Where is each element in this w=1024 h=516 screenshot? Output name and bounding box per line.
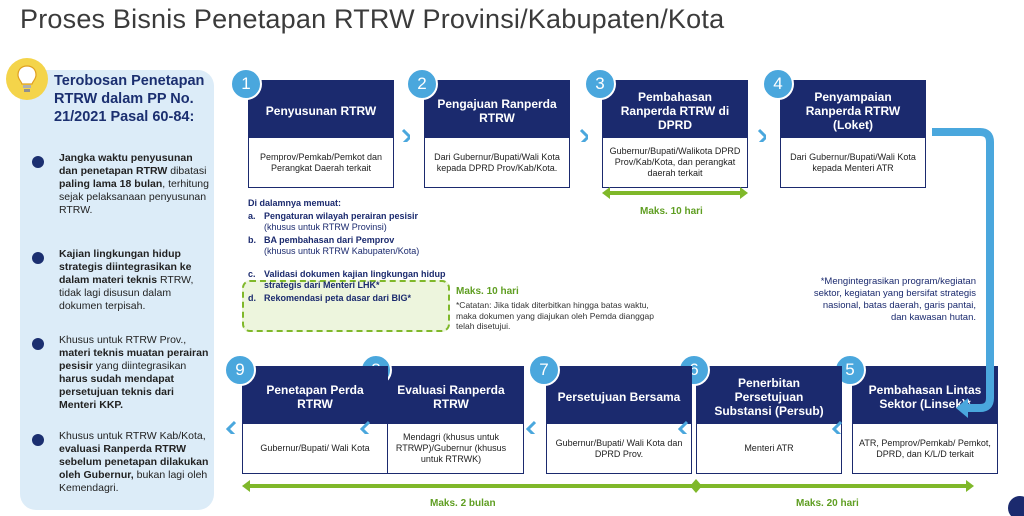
bullet-text: Khusus untuk RTRW Kab/Kota, evaluasi Ran… — [59, 430, 209, 494]
step-number-badge: 7 — [528, 354, 560, 386]
step-title: Pembahasan Ranperda RTRW di DPRD — [602, 80, 748, 138]
step-card: Penyampaian Ranperda RTRW (Loket)Dari Gu… — [780, 80, 926, 188]
bullet-dot — [32, 434, 44, 446]
step-title: Pengajuan Ranperda RTRW — [424, 80, 570, 138]
step-description: Gubernur/Bupati/ Wali Kota dan DPRD Prov… — [546, 424, 692, 474]
duration-step3: Maks. 10 hari — [640, 206, 703, 217]
step-number-badge: 4 — [762, 68, 794, 100]
note-text: Rekomendasi peta dasar dari BIG* — [264, 293, 412, 303]
chevron-right-icon — [401, 128, 410, 142]
step-description: Gubernur/Bupati/ Wali Kota — [242, 424, 388, 474]
note-item: b. BA pembahasan dari Pemprov(khusus untu… — [248, 235, 448, 257]
chevron-right-icon — [757, 128, 766, 142]
step-card: Pembahasan Lintas Sektor (Linsek)*ATR, P… — [852, 366, 998, 474]
step-number-badge: 1 — [230, 68, 262, 100]
note-label: b. — [248, 235, 256, 245]
bar-bottom-left-head — [242, 480, 250, 492]
approval-caption: *Catatan: Jika tidak diterbitkan hingga … — [456, 300, 654, 331]
note-item: a. Pengaturan wilayah perairan pesisir(kh… — [248, 211, 448, 233]
step-number-badge: 2 — [406, 68, 438, 100]
step-number-badge: 3 — [584, 68, 616, 100]
note-item: c. Validasi dokumen kajian lingkungan hid… — [248, 269, 448, 291]
step-title: Penerbitan Persetujuan Substansi (Persub… — [696, 366, 842, 424]
highlight-box — [242, 280, 450, 332]
duration-notes: Maks. 10 hari — [456, 286, 519, 297]
chevron-left-icon — [678, 420, 688, 434]
bar-bottom-right-head — [966, 480, 974, 492]
note-text: BA pembahasan dari Pemprov(khusus untuk … — [264, 235, 420, 256]
step-card: Penerbitan Persetujuan Substansi (Persub… — [696, 366, 842, 474]
notes-list: Di dalamnya memuat: a. Pengaturan wilayah… — [248, 198, 448, 304]
bullet-text: Kajian lingkungan hidup strategis diinte… — [59, 248, 194, 312]
note-item: d. Rekomendasi peta dasar dari BIG* — [248, 293, 448, 304]
bar-step3-left-head — [602, 187, 610, 199]
bar-bottom-mid-head — [690, 479, 702, 493]
step-title: Persetujuan Bersama — [546, 366, 692, 424]
bullet-text: Jangka waktu penyusunan dan penetapan RT… — [59, 152, 209, 216]
bullet-dot — [32, 252, 44, 264]
step-description: Dari Gubernur/Bupati/Wali Kota kepada DP… — [424, 138, 570, 188]
step-title: Penetapan Perda RTRW — [242, 366, 388, 424]
step-description: Pemprov/Pemkab/Pemkot dan Perangkat Daer… — [248, 138, 394, 188]
step-description: Menteri ATR — [696, 424, 842, 474]
page-title: Proses Bisnis Penetapan RTRW Provinsi/Ka… — [20, 4, 725, 34]
info-panel — [20, 70, 214, 510]
step-description: Gubernur/Bupati/Walikota DPRD Prov/Kab/K… — [602, 138, 748, 188]
step-title: Penyusunan RTRW — [248, 80, 394, 138]
step-title: Pembahasan Lintas Sektor (Linsek)* — [852, 366, 998, 424]
page-number-badge — [1008, 496, 1024, 516]
note-label: a. — [248, 211, 256, 221]
step-title: Penyampaian Ranperda RTRW (Loket) — [780, 80, 926, 138]
linsek-note: *Mengintegrasikan program/kegiatan sekto… — [813, 276, 976, 323]
step-number-badge: 9 — [224, 354, 256, 386]
lightbulb-icon — [6, 58, 48, 100]
panel-title: Terobosan Penetapan RTRW dalam PP No. 21… — [54, 73, 205, 125]
chevron-right-icon — [579, 128, 588, 142]
chevron-left-icon — [360, 420, 370, 434]
chevron-left-icon — [526, 420, 536, 434]
bar-step3-right-head — [740, 187, 748, 199]
step-description: ATR, Pemprov/Pemkab/ Pemkot, DPRD, dan K… — [852, 424, 998, 474]
note-text: Validasi dokumen kajian lingkungan hidup… — [264, 269, 446, 290]
bullet-text: Khusus untuk RTRW Prov., materi teknis m… — [59, 334, 209, 411]
duration-bottom-right: Maks. 20 hari — [796, 498, 859, 509]
note-label: d. — [248, 293, 256, 303]
step-title: Evaluasi Ranperda RTRW — [378, 366, 524, 424]
step-description: Mendagri (khusus untuk RTRWP)/Gubernur (… — [378, 424, 524, 474]
note-text: Pengaturan wilayah perairan pesisir(khus… — [264, 211, 419, 232]
notes-heading: Di dalamnya memuat: — [248, 198, 342, 208]
bullet-dot — [32, 156, 44, 168]
duration-bottom-left: Maks. 2 bulan — [430, 498, 496, 509]
step-description: Dari Gubernur/Bupati/Wali Kota kepada Me… — [780, 138, 926, 188]
bullet-dot — [32, 338, 44, 350]
chevron-left-icon — [832, 420, 842, 434]
note-label: c. — [248, 269, 256, 279]
chevron-left-icon — [226, 420, 236, 434]
